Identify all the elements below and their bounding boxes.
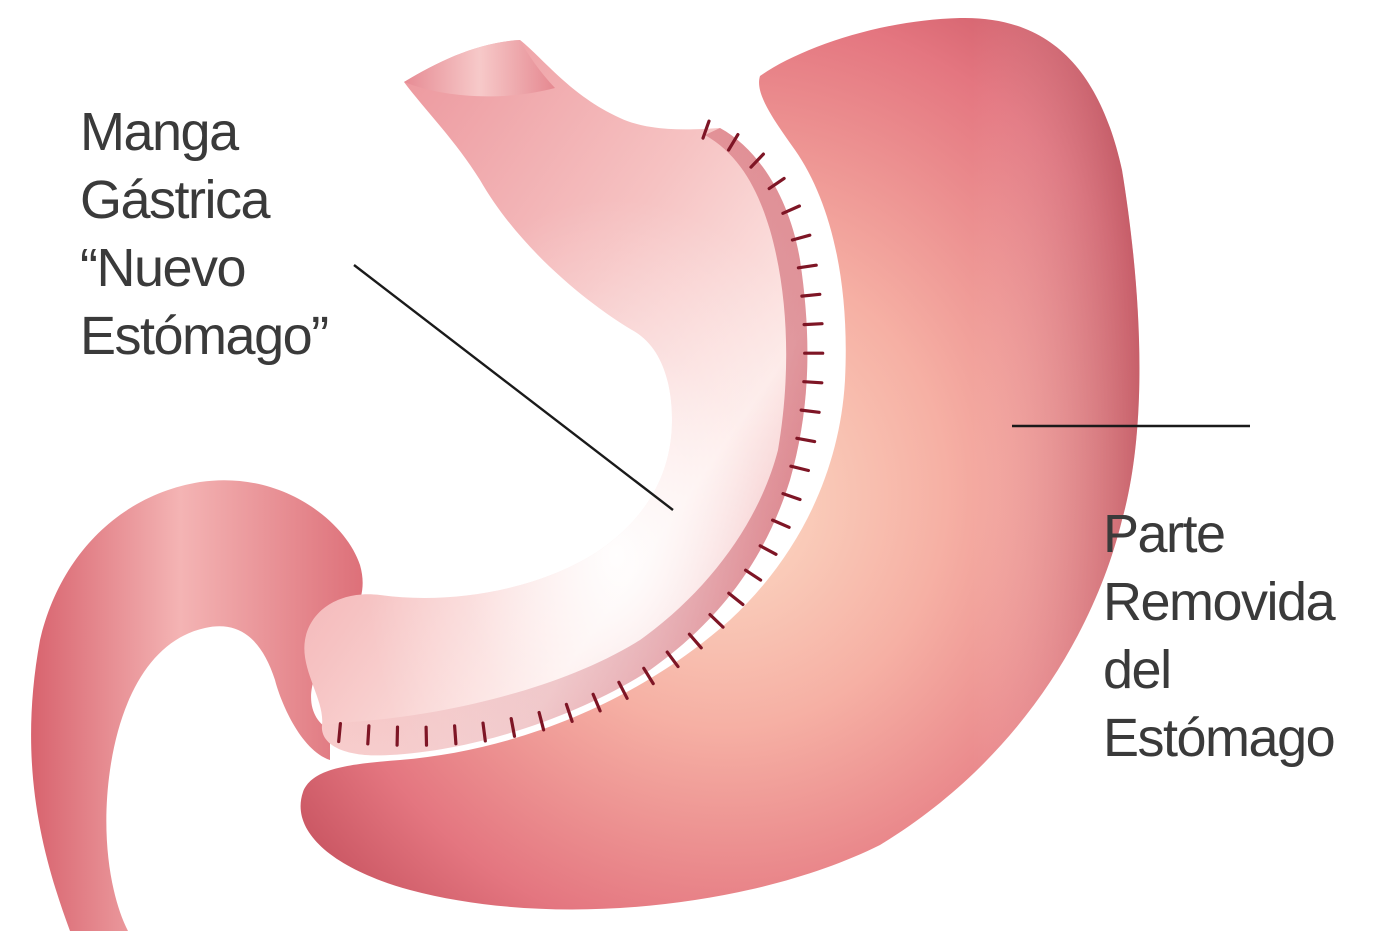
staple-mark: [483, 723, 485, 741]
staple-mark: [455, 726, 456, 744]
staple-mark: [773, 520, 790, 527]
staple-mark: [797, 438, 815, 441]
staple-mark: [729, 593, 743, 604]
staple-mark: [804, 382, 822, 383]
staple-mark: [339, 724, 341, 742]
label-removed-line-4: Estómago: [1103, 704, 1334, 772]
staple-mark: [802, 294, 820, 296]
staple-mark: [368, 726, 369, 744]
staple-mark: [760, 546, 776, 555]
label-sleeve-line-4: Estómago”: [80, 302, 328, 370]
label-removed-part: Parte Removida del Estómago: [1103, 500, 1334, 772]
staple-mark: [804, 324, 822, 325]
duodenum: [31, 480, 363, 931]
label-removed-line-3: del: [1103, 636, 1334, 704]
label-sleeve-line-3: “Nuevo: [80, 234, 328, 302]
staple-mark: [689, 634, 701, 648]
label-removed-line-1: Parte: [1103, 500, 1334, 568]
staple-mark: [791, 466, 809, 470]
staple-mark: [798, 265, 816, 268]
staple-mark: [746, 570, 761, 580]
label-sleeve-line-2: Gástrica: [80, 166, 328, 234]
staple-mark: [783, 494, 800, 500]
label-removed-line-2: Removida: [1103, 568, 1334, 636]
staple-mark: [710, 615, 723, 628]
staple-mark: [801, 410, 819, 412]
label-sleeve-line-1: Manga: [80, 98, 328, 166]
label-sleeve: Manga Gástrica “Nuevo Estómago”: [80, 98, 328, 370]
